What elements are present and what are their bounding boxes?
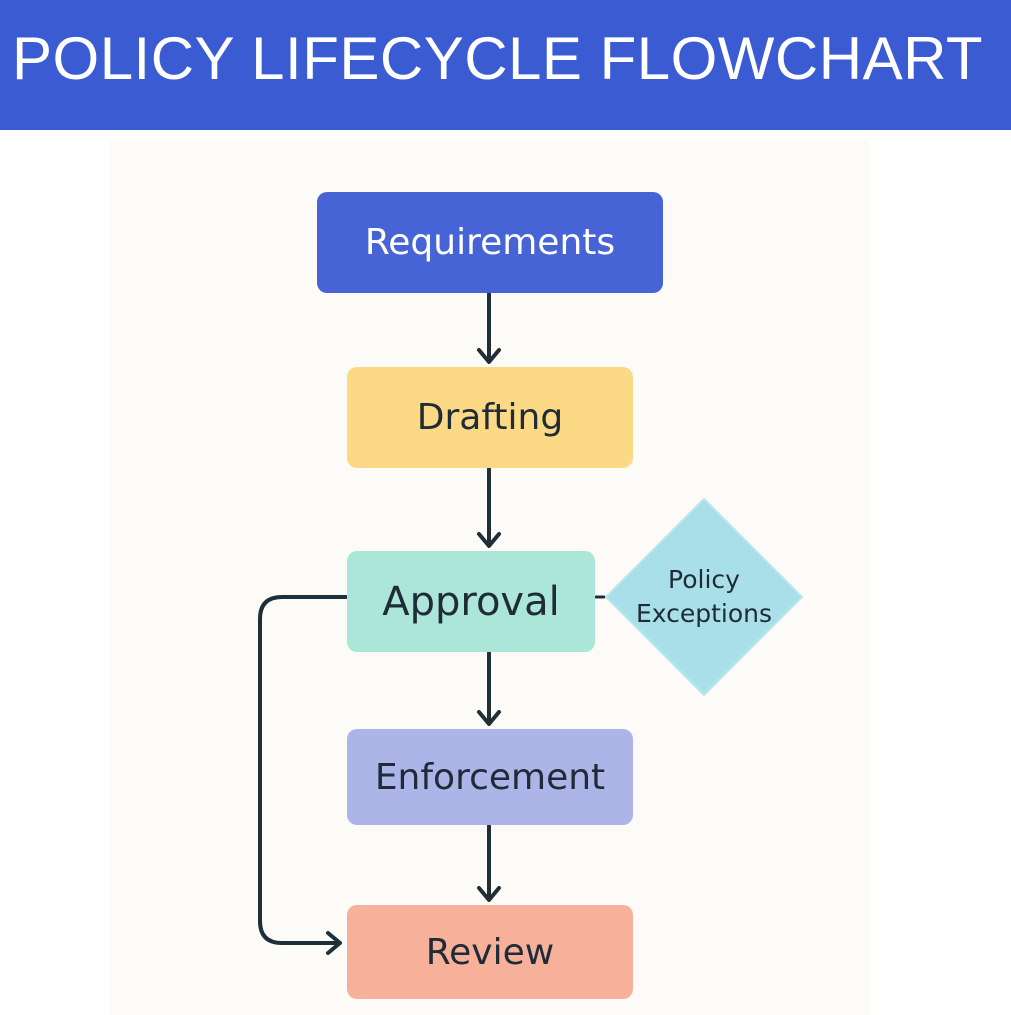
- node-review-label: Review: [425, 931, 555, 973]
- node-review: Review: [347, 905, 633, 999]
- node-drafting-label: Drafting: [416, 397, 564, 438]
- decision-label: Policy Exceptions: [604, 497, 804, 697]
- node-requirements-label: Requirements: [364, 222, 616, 263]
- title-bar: POLICY LIFECYCLE FLOWCHART: [0, 0, 1011, 130]
- edge-approval-review-loop: [258, 595, 348, 955]
- edge-approval-enforcement: [477, 651, 501, 726]
- node-approval: Approval: [347, 551, 595, 652]
- node-drafting: Drafting: [347, 367, 633, 468]
- edge-drafting-approval: [477, 467, 501, 548]
- decision-label-line2: Exceptions: [635, 599, 773, 628]
- edge-enforcement-review: [477, 824, 501, 902]
- edge-requirements-drafting: [477, 292, 501, 364]
- node-enforcement: Enforcement: [347, 729, 633, 825]
- decision-policy-exceptions: Policy Exceptions: [604, 497, 804, 697]
- node-requirements: Requirements: [317, 192, 663, 293]
- node-enforcement-label: Enforcement: [374, 756, 606, 798]
- decision-diamond-shape: [605, 498, 803, 696]
- decision-label-line1: Policy: [668, 565, 740, 594]
- node-approval-label: Approval: [382, 578, 560, 625]
- page-title: POLICY LIFECYCLE FLOWCHART: [12, 25, 984, 92]
